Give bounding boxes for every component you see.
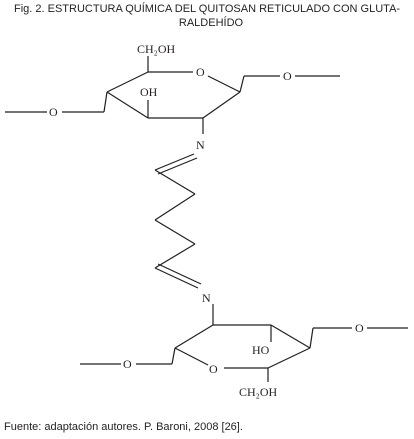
bottom-right-oxygen: O: [355, 321, 364, 335]
bottom-ring-bond: [174, 347, 209, 366]
chitosan-structure-diagram: O CH₂OH OH O O N N: [5, 42, 408, 399]
top-left-oxygen: O: [49, 105, 58, 119]
crosslink-double-bond: [154, 267, 199, 289]
upper-nitrogen: N: [196, 138, 205, 152]
top-right-link: [239, 75, 245, 93]
top-ring-bond: [202, 91, 241, 119]
crosslink-bond: [154, 219, 196, 245]
top-ring-oxygen: O: [196, 65, 205, 79]
bottom-left-link: [171, 347, 176, 365]
glutaraldehyde-crosslink: N N: [154, 138, 211, 305]
bottom-ring-bond: [267, 347, 311, 369]
crosslink-double-bond: [154, 153, 195, 171]
crosslink-double-bond: [157, 263, 202, 285]
crosslink-bond: [154, 193, 196, 221]
top-ring-bond: [106, 71, 149, 93]
top-ring-bond: [207, 75, 241, 93]
crosslink-bond: [154, 169, 196, 195]
caption-line-1: Fig. 2. ESTRUCTURA QUÍMICA DEL QUITOSAN …: [14, 3, 401, 15]
bottom-left-oxygen: O: [123, 357, 132, 371]
caption-line-2: RALDEHÍDO: [178, 17, 244, 29]
top-oh-label: OH: [140, 85, 158, 99]
bottom-ring: O HO CH₂OH O O: [80, 304, 408, 399]
bottom-right-link: [309, 327, 314, 349]
bottom-ring-oxygen: O: [209, 362, 218, 376]
bottom-ch2oh-label: CH₂OH: [239, 385, 278, 399]
crosslink-bond: [154, 243, 196, 269]
bottom-ring-bond: [174, 324, 214, 349]
bottom-ring-bond: [270, 324, 311, 349]
bottom-ho-label: HO: [252, 343, 270, 357]
lower-nitrogen: N: [202, 291, 211, 305]
figure-caption: Fig. 2. ESTRUCTURA QUÍMICA DEL QUITOSAN …: [0, 2, 414, 30]
top-ring-bond: [106, 91, 149, 119]
top-ch2oh-label: CH₂OH: [137, 42, 176, 56]
top-right-oxygen: O: [283, 69, 292, 83]
crosslink-double-bond: [157, 157, 198, 175]
top-left-link: [103, 91, 108, 113]
figure-source: Fuente: adaptación autores. P. Baroni, 2…: [4, 421, 243, 433]
top-ring: O CH₂OH OH O O: [5, 42, 340, 134]
